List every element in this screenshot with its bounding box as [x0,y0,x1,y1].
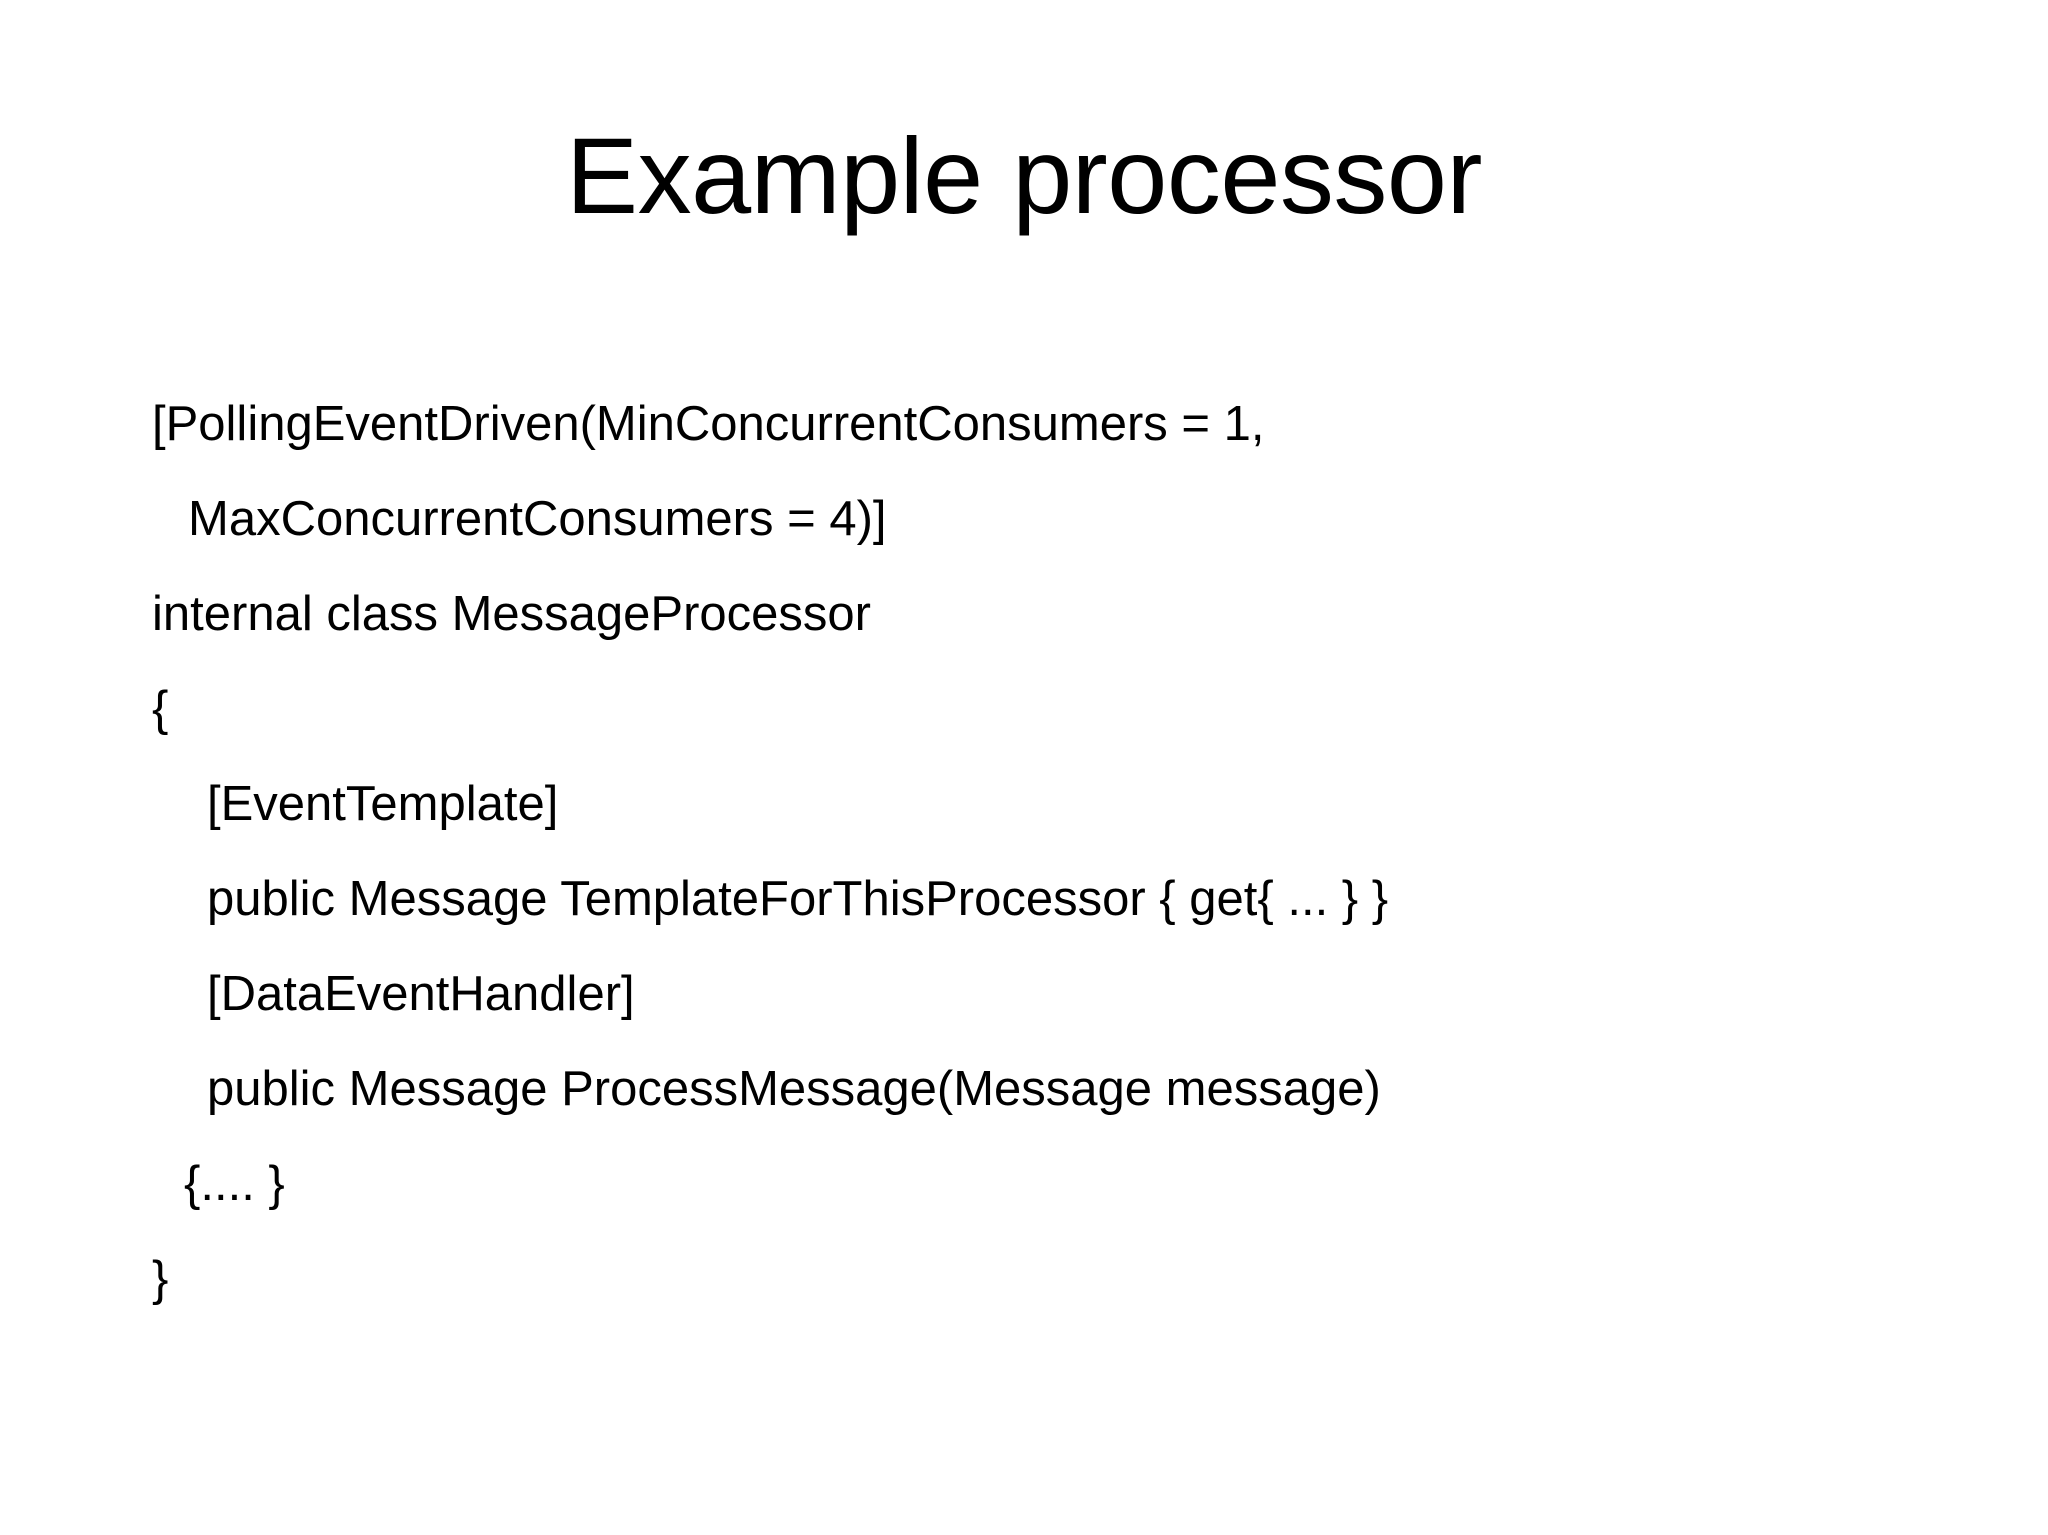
page-title: Example processor [566,115,1482,236]
code-line: public Message TemplateForThisProcessor … [207,872,1389,926]
code-line: public Message ProcessMessage(Message me… [207,1062,1381,1116]
code-line: MaxConcurrentConsumers = 4)] [188,492,887,546]
code-line: [EventTemplate] [207,777,559,831]
code-line: [DataEventHandler] [207,967,635,1021]
code-line: {.... } [184,1157,285,1211]
code-line: } [152,1252,169,1306]
code-line: { [152,682,169,736]
code-line: [PollingEventDriven(MinConcurrentConsume… [152,397,1265,451]
code-line: internal class MessageProcessor [152,587,871,641]
code-block: [PollingEventDriven(MinConcurrentConsume… [152,377,1952,1327]
